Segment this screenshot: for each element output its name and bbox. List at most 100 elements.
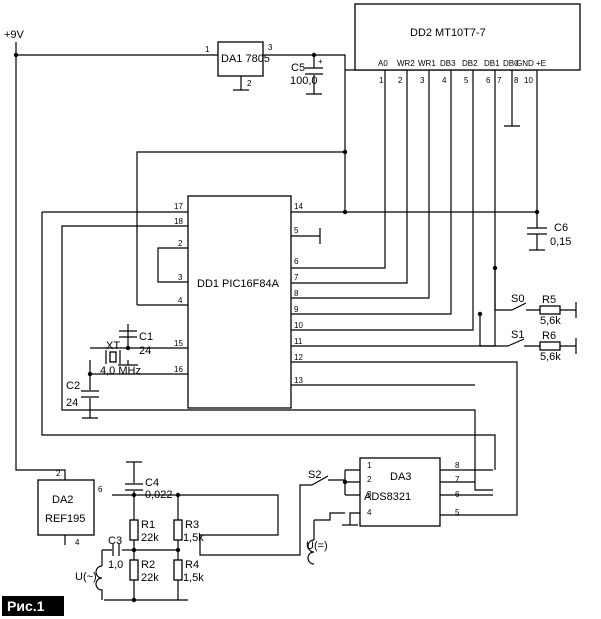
- input-label-dc: U(=): [306, 540, 328, 552]
- da3-adc: DA3 ADS8321 1 2 3 4 8 7 6 5: [359, 457, 460, 527]
- svg-text:DD2 MT10T7-7: DD2 MT10T7-7: [410, 27, 486, 39]
- svg-text:22k: 22k: [141, 572, 159, 584]
- crystal-xt: [105, 350, 121, 364]
- svg-text:5,6k: 5,6k: [540, 351, 561, 363]
- svg-text:+: +: [318, 57, 323, 66]
- svg-text:1,5k: 1,5k: [183, 572, 204, 584]
- svg-text:4: 4: [75, 538, 80, 547]
- svg-text:16: 16: [174, 365, 183, 374]
- svg-text:REF195: REF195: [45, 513, 85, 525]
- svg-text:WR2: WR2: [397, 59, 415, 68]
- svg-text:3: 3: [420, 76, 425, 85]
- dd2-display: DD2 MT10T7-7 A0 WR2 WR1 DB3 DB2 DB1 DB0 …: [354, 3, 581, 85]
- svg-text:8: 8: [455, 461, 460, 470]
- dd1-microcontroller: DD1 PIC16F84A 17 18 2 3 4 15 16 14 5 6 7…: [174, 195, 303, 409]
- r1-symbol: [129, 519, 139, 541]
- figure-label: Рис.1: [7, 598, 45, 614]
- resistors: [129, 305, 561, 581]
- svg-text:4: 4: [367, 508, 372, 517]
- capacitors: [81, 67, 547, 556]
- svg-text:10: 10: [294, 321, 303, 330]
- svg-text:C3: C3: [108, 535, 122, 547]
- svg-text:S1: S1: [511, 329, 524, 341]
- c2-symbol: [81, 390, 99, 398]
- svg-text:DB3: DB3: [440, 59, 456, 68]
- r6-symbol: [539, 341, 561, 351]
- s2-symbol: [311, 475, 329, 486]
- svg-text:3: 3: [268, 43, 273, 52]
- c4-symbol: [125, 483, 143, 491]
- svg-text:R4: R4: [185, 559, 199, 571]
- svg-text:R1: R1: [141, 519, 155, 531]
- svg-text:0,15: 0,15: [550, 236, 571, 248]
- svg-text:1: 1: [379, 76, 384, 85]
- svg-text:DA1 7805: DA1 7805: [221, 53, 270, 65]
- svg-text:1,0: 1,0: [108, 559, 123, 571]
- svg-text:DB2: DB2: [462, 59, 478, 68]
- svg-text:C5: C5: [291, 62, 305, 74]
- svg-text:5: 5: [455, 508, 460, 517]
- svg-text:DB1: DB1: [484, 59, 500, 68]
- component-labels: +9V C5 100,0 + C6 0,15 C1 24 XT 4,0 MHz …: [4, 29, 571, 584]
- svg-text:2: 2: [398, 76, 403, 85]
- dd1-left-pins: 17 18 2 3 4 15 16: [174, 202, 183, 374]
- svg-text:S0: S0: [511, 293, 524, 305]
- r5-symbol: [539, 305, 561, 315]
- svg-text:4: 4: [178, 296, 183, 305]
- svg-text:DB0: DB0: [503, 59, 519, 68]
- svg-text:S2: S2: [308, 469, 321, 481]
- svg-text:4,0 MHz: 4,0 MHz: [100, 365, 141, 377]
- c3-symbol: [112, 544, 120, 556]
- svg-text:8: 8: [294, 289, 299, 298]
- svg-text:9: 9: [294, 305, 299, 314]
- svg-text:8: 8: [514, 76, 519, 85]
- svg-text:13: 13: [294, 376, 303, 385]
- svg-text:0,022: 0,022: [145, 489, 173, 501]
- svg-text:7: 7: [294, 273, 299, 282]
- dd2-pin-names: A0 WR2 WR1 DB3 DB2 DB1 DB0 GND +E: [378, 59, 546, 68]
- dd1-right-pins: 14 5 6 7 8 9 10 11 12 13: [294, 202, 303, 385]
- svg-text:R2: R2: [141, 559, 155, 571]
- svg-text:2: 2: [56, 469, 61, 478]
- svg-text:R3: R3: [185, 519, 199, 531]
- svg-text:15: 15: [174, 339, 183, 348]
- svg-text:6: 6: [455, 490, 460, 499]
- c1-symbol: [119, 330, 137, 338]
- svg-text:6: 6: [486, 76, 491, 85]
- svg-text:DA2: DA2: [52, 494, 73, 506]
- svg-text:R6: R6: [542, 330, 556, 342]
- svg-text:100,0: 100,0: [290, 75, 318, 87]
- input-terminals: [95, 539, 315, 600]
- svg-text:C6: C6: [554, 222, 568, 234]
- r2-symbol: [129, 559, 139, 581]
- svg-text:3: 3: [367, 490, 372, 499]
- svg-text:A0: A0: [378, 59, 388, 68]
- switches: [311, 302, 527, 486]
- svg-text:6: 6: [98, 485, 103, 494]
- svg-text:GND: GND: [516, 59, 534, 68]
- svg-text:11: 11: [294, 337, 303, 346]
- svg-text:4: 4: [442, 76, 447, 85]
- svg-text:7: 7: [455, 475, 460, 484]
- s0-symbol: [511, 302, 527, 311]
- svg-text:+E: +E: [536, 59, 546, 68]
- svg-text:18: 18: [174, 217, 183, 226]
- r3-symbol: [173, 519, 183, 541]
- svg-text:5: 5: [464, 76, 469, 85]
- svg-text:WR1: WR1: [418, 59, 436, 68]
- svg-text:DD1 PIC16F84A: DD1 PIC16F84A: [197, 278, 280, 290]
- c5-symbol: [305, 67, 323, 75]
- svg-text:24: 24: [66, 397, 78, 409]
- svg-text:1,5k: 1,5k: [183, 532, 204, 544]
- svg-text:22k: 22k: [141, 532, 159, 544]
- svg-text:XT: XT: [106, 340, 120, 352]
- svg-text:2: 2: [247, 79, 252, 88]
- c6-symbol: [527, 227, 547, 235]
- svg-text:24: 24: [139, 345, 151, 357]
- figure-label-badge: Рис.1: [2, 596, 64, 616]
- svg-text:C1: C1: [139, 331, 153, 343]
- svg-text:14: 14: [294, 202, 303, 211]
- svg-text:5: 5: [294, 226, 299, 235]
- da1-regulator: DA1 7805 1 2 3: [205, 41, 273, 88]
